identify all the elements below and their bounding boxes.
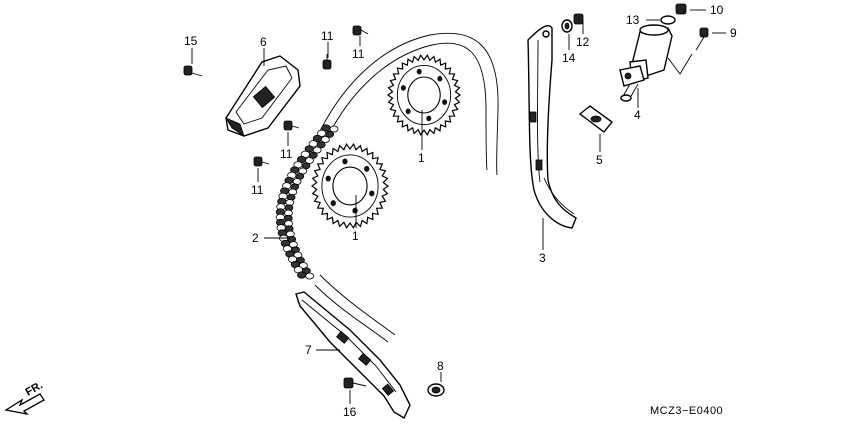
bolt-11-mid [283, 120, 300, 131]
bolt-11-top-a [322, 54, 332, 70]
cam-chain [275, 124, 339, 280]
callout-15: 15 [184, 34, 198, 48]
leader-lines [191, 9, 726, 404]
chain-guide-upper [225, 55, 301, 137]
callout-14: 14 [562, 51, 576, 65]
callout-7: 7 [305, 343, 312, 357]
bolt-11-low [253, 156, 270, 167]
callout-16: 16 [343, 405, 357, 419]
bolt-11-top-b [352, 25, 369, 36]
callout-8: 8 [437, 359, 444, 373]
front-arrow-icon: FR. [4, 379, 45, 416]
callout-10: 10 [710, 3, 724, 17]
collar-8 [427, 383, 445, 397]
bolt-15 [183, 65, 203, 77]
callout-13: 13 [626, 13, 640, 27]
callout-11-c: 11 [280, 147, 293, 161]
callout-1-upper: 1 [418, 151, 425, 165]
cam-sprocket-upper [386, 54, 462, 136]
callout-11-a: 11 [321, 29, 334, 43]
washer-13 [660, 15, 676, 25]
chain-guide-lower [295, 291, 411, 420]
callout-4: 4 [634, 108, 641, 122]
tensioner-arm [527, 24, 577, 229]
callout-5: 5 [596, 153, 603, 167]
callout-11-d: 11 [251, 183, 264, 197]
callout-3: 3 [539, 251, 546, 265]
washer-14 [561, 19, 573, 33]
diagram-code: MCZ3−E0400 [650, 405, 723, 417]
callout-6: 6 [260, 35, 267, 49]
bolt-16 [343, 377, 367, 389]
tensioner-lifter [619, 24, 673, 102]
callout-9: 9 [730, 26, 737, 40]
cam-sprocket-lower [310, 143, 390, 229]
bolt-12 [573, 13, 584, 25]
callout-2: 2 [252, 231, 259, 245]
callout-12: 12 [576, 35, 590, 49]
bolt-10 [675, 3, 687, 15]
bolt-9 [695, 27, 709, 51]
callout-11-b: 11 [352, 47, 365, 61]
tensioner-gasket [578, 105, 614, 133]
cam-chain-loop [314, 32, 499, 343]
callout-1-lower: 1 [352, 229, 359, 243]
